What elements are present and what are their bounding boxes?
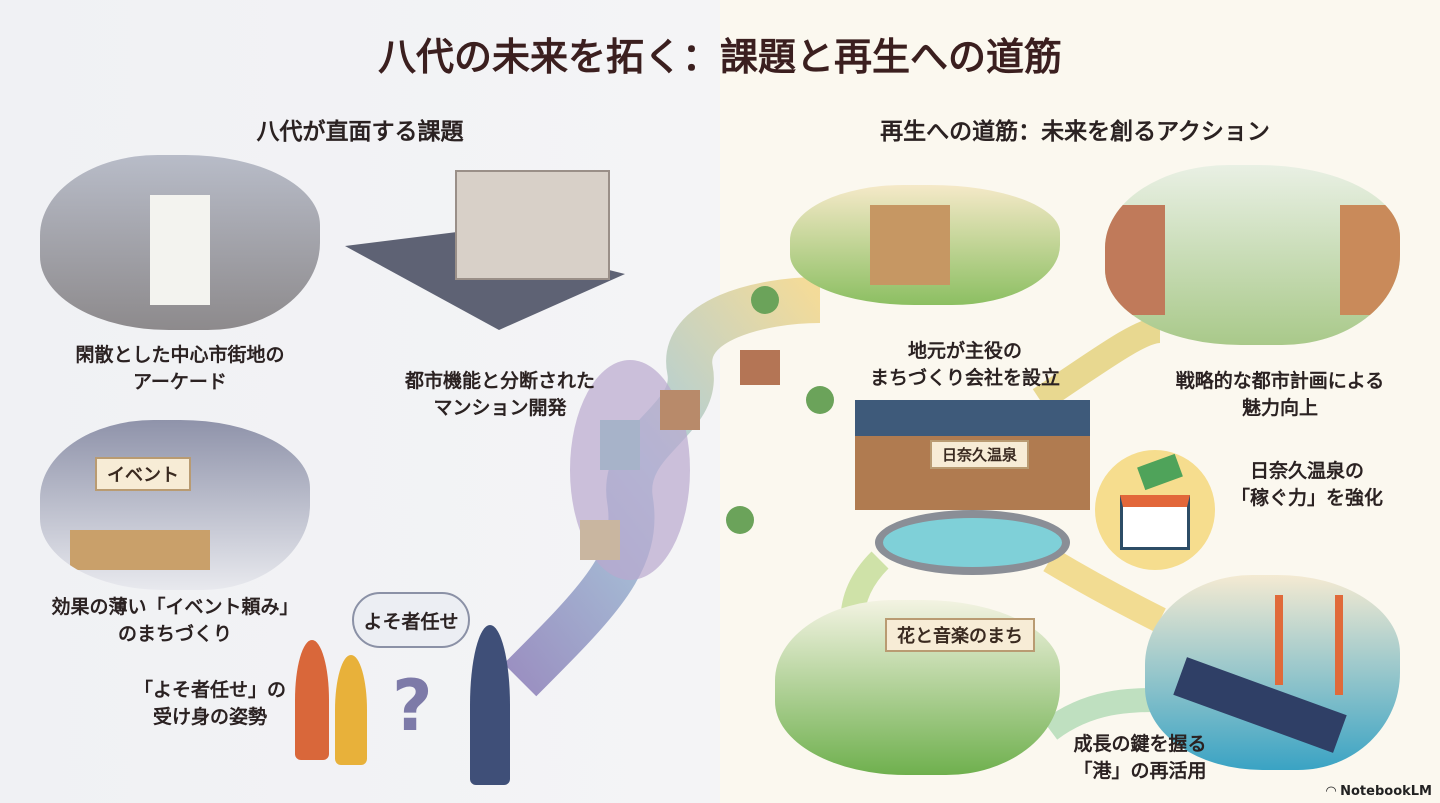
left-heading: 八代が直面する課題 [256,119,464,145]
port-illustration [1145,575,1400,770]
community-company-illustration [790,185,1060,305]
hot-spring-pool [875,510,1070,575]
arcade-illustration [40,155,320,330]
onsen-sign: 日奈久温泉 [930,440,1030,469]
apartment-building [455,170,610,280]
caption-port: 成長の鍵を握る「港」の再活用 [1073,733,1207,782]
caption-mansion: 都市機能と分断されたマンション開発 [404,370,596,419]
caption-arcade: 閑散とした中心市街地のアーケード [75,344,285,393]
flower-music-banner: 花と音楽のまち [885,618,1035,652]
notebooklm-logo: ◠NotebookLM [1326,784,1432,799]
right-heading: 再生への道筋：未来を創るアクション [880,119,1270,145]
caption-company: 地元が主役のまちづくり会社を設立 [869,340,1061,389]
shop-money-icon [1095,450,1215,570]
page-title: 八代の未来を拓く：課題と再生への道筋 [377,35,1063,79]
question-mark-icon: ? [392,665,433,747]
caption-event: 効果の薄い「イベント頼み」のまちづくり [51,596,299,645]
person-businessman [470,625,510,785]
caption-outsider: 「よそ者任せ」の受け身の姿勢 [133,679,287,728]
thought-bubble: よそ者任せ [352,592,470,648]
city-street-illustration [1105,165,1400,345]
caption-onsen: 日奈久温泉の「稼ぐ力」を強化 [1230,460,1384,509]
notebooklm-icon: ◠ [1326,784,1337,799]
caption-urban-plan: 戦略的な都市計画による魅力向上 [1175,370,1385,419]
event-banner: イベント [95,457,191,491]
person-woman [335,655,367,765]
person-man [295,640,329,760]
event-illustration [40,420,310,590]
